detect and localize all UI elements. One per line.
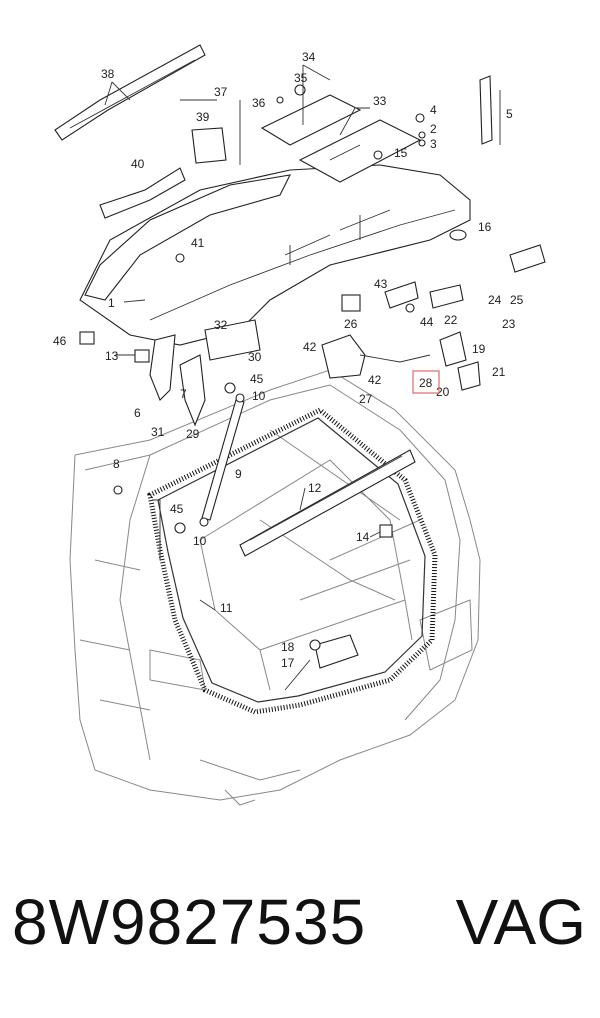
callout-41: 41 — [191, 236, 205, 250]
trim-rail — [239, 449, 416, 557]
callout-6: 6 — [134, 406, 141, 420]
callout-12: 12 — [308, 481, 322, 495]
callout-25: 25 — [510, 293, 524, 307]
callout-35: 35 — [294, 71, 308, 85]
callout-11: 11 — [220, 601, 233, 615]
callout-20: 20 — [436, 385, 450, 399]
callout-14: 14 — [356, 530, 370, 544]
callout-2: 2 — [430, 122, 437, 136]
callout-26: 26 — [344, 317, 358, 331]
callout-30: 30 — [248, 350, 262, 364]
callout-17: 17 — [281, 656, 295, 670]
bag-part — [191, 127, 227, 164]
gas-strut — [199, 393, 245, 527]
leader-lines — [104, 64, 501, 691]
callout-8: 8 — [113, 457, 120, 471]
callout-33: 33 — [373, 94, 387, 108]
callout-23: 23 — [502, 317, 516, 331]
highlighted-callout-28: 28 — [412, 370, 440, 394]
callout-37: 37 — [214, 85, 228, 99]
callout-38: 38 — [101, 67, 115, 81]
callout-45b: 45 — [170, 502, 184, 516]
callout-36: 36 — [252, 96, 266, 110]
hinge-parts — [149, 319, 261, 427]
parts-diagram: 1 2 3 4 5 6 7 8 9 10 10 11 12 13 14 15 1… — [53, 44, 546, 806]
callout-24: 24 — [488, 293, 502, 307]
callout-18: 18 — [281, 640, 295, 654]
callout-7: 7 — [180, 387, 187, 401]
callout-42b: 42 — [368, 373, 382, 387]
callout-13: 13 — [105, 349, 119, 363]
callout-40: 40 — [131, 157, 145, 171]
brand-label: VAG — [455, 886, 586, 958]
callout-42a: 42 — [303, 340, 317, 354]
callout-1: 1 — [108, 296, 115, 310]
callout-39: 39 — [196, 110, 210, 124]
callout-29: 29 — [186, 427, 200, 441]
callout-21: 21 — [492, 365, 506, 379]
trim-strip — [54, 44, 206, 141]
part-number: 8W9827535 — [12, 886, 367, 958]
footer: 8W9827535 VAG — [0, 885, 600, 985]
callout-4: 4 — [430, 103, 437, 117]
callout-45a: 45 — [250, 372, 264, 386]
callout-labels: 1 2 3 4 5 6 7 8 9 10 10 11 12 13 14 15 1… — [53, 50, 524, 670]
callout-15: 15 — [394, 146, 408, 160]
small-parts — [79, 75, 493, 538]
car-body-outline — [69, 369, 481, 806]
latch-parts — [439, 331, 481, 391]
trunk-floor — [199, 459, 413, 691]
cover-plates — [260, 94, 422, 183]
tailgate-handle — [309, 634, 359, 669]
spoiler — [84, 174, 291, 301]
svg-text:28: 28 — [419, 376, 433, 390]
callout-3: 3 — [430, 137, 437, 151]
callout-22: 22 — [444, 313, 458, 327]
callout-46: 46 — [53, 334, 67, 348]
callout-9: 9 — [235, 467, 242, 481]
callout-43: 43 — [374, 277, 388, 291]
callout-16: 16 — [478, 220, 492, 234]
callout-34: 34 — [302, 50, 316, 64]
callout-31: 31 — [151, 425, 165, 439]
callout-19: 19 — [472, 342, 486, 356]
callout-44: 44 — [420, 315, 434, 329]
brake-light — [99, 167, 186, 219]
callout-10a: 10 — [252, 389, 266, 403]
lock-assembly — [321, 334, 431, 379]
callout-10b: 10 — [193, 534, 207, 548]
callout-27: 27 — [359, 392, 373, 406]
plate-lights — [429, 244, 546, 309]
callout-32: 32 — [214, 318, 228, 332]
callout-5: 5 — [506, 107, 513, 121]
